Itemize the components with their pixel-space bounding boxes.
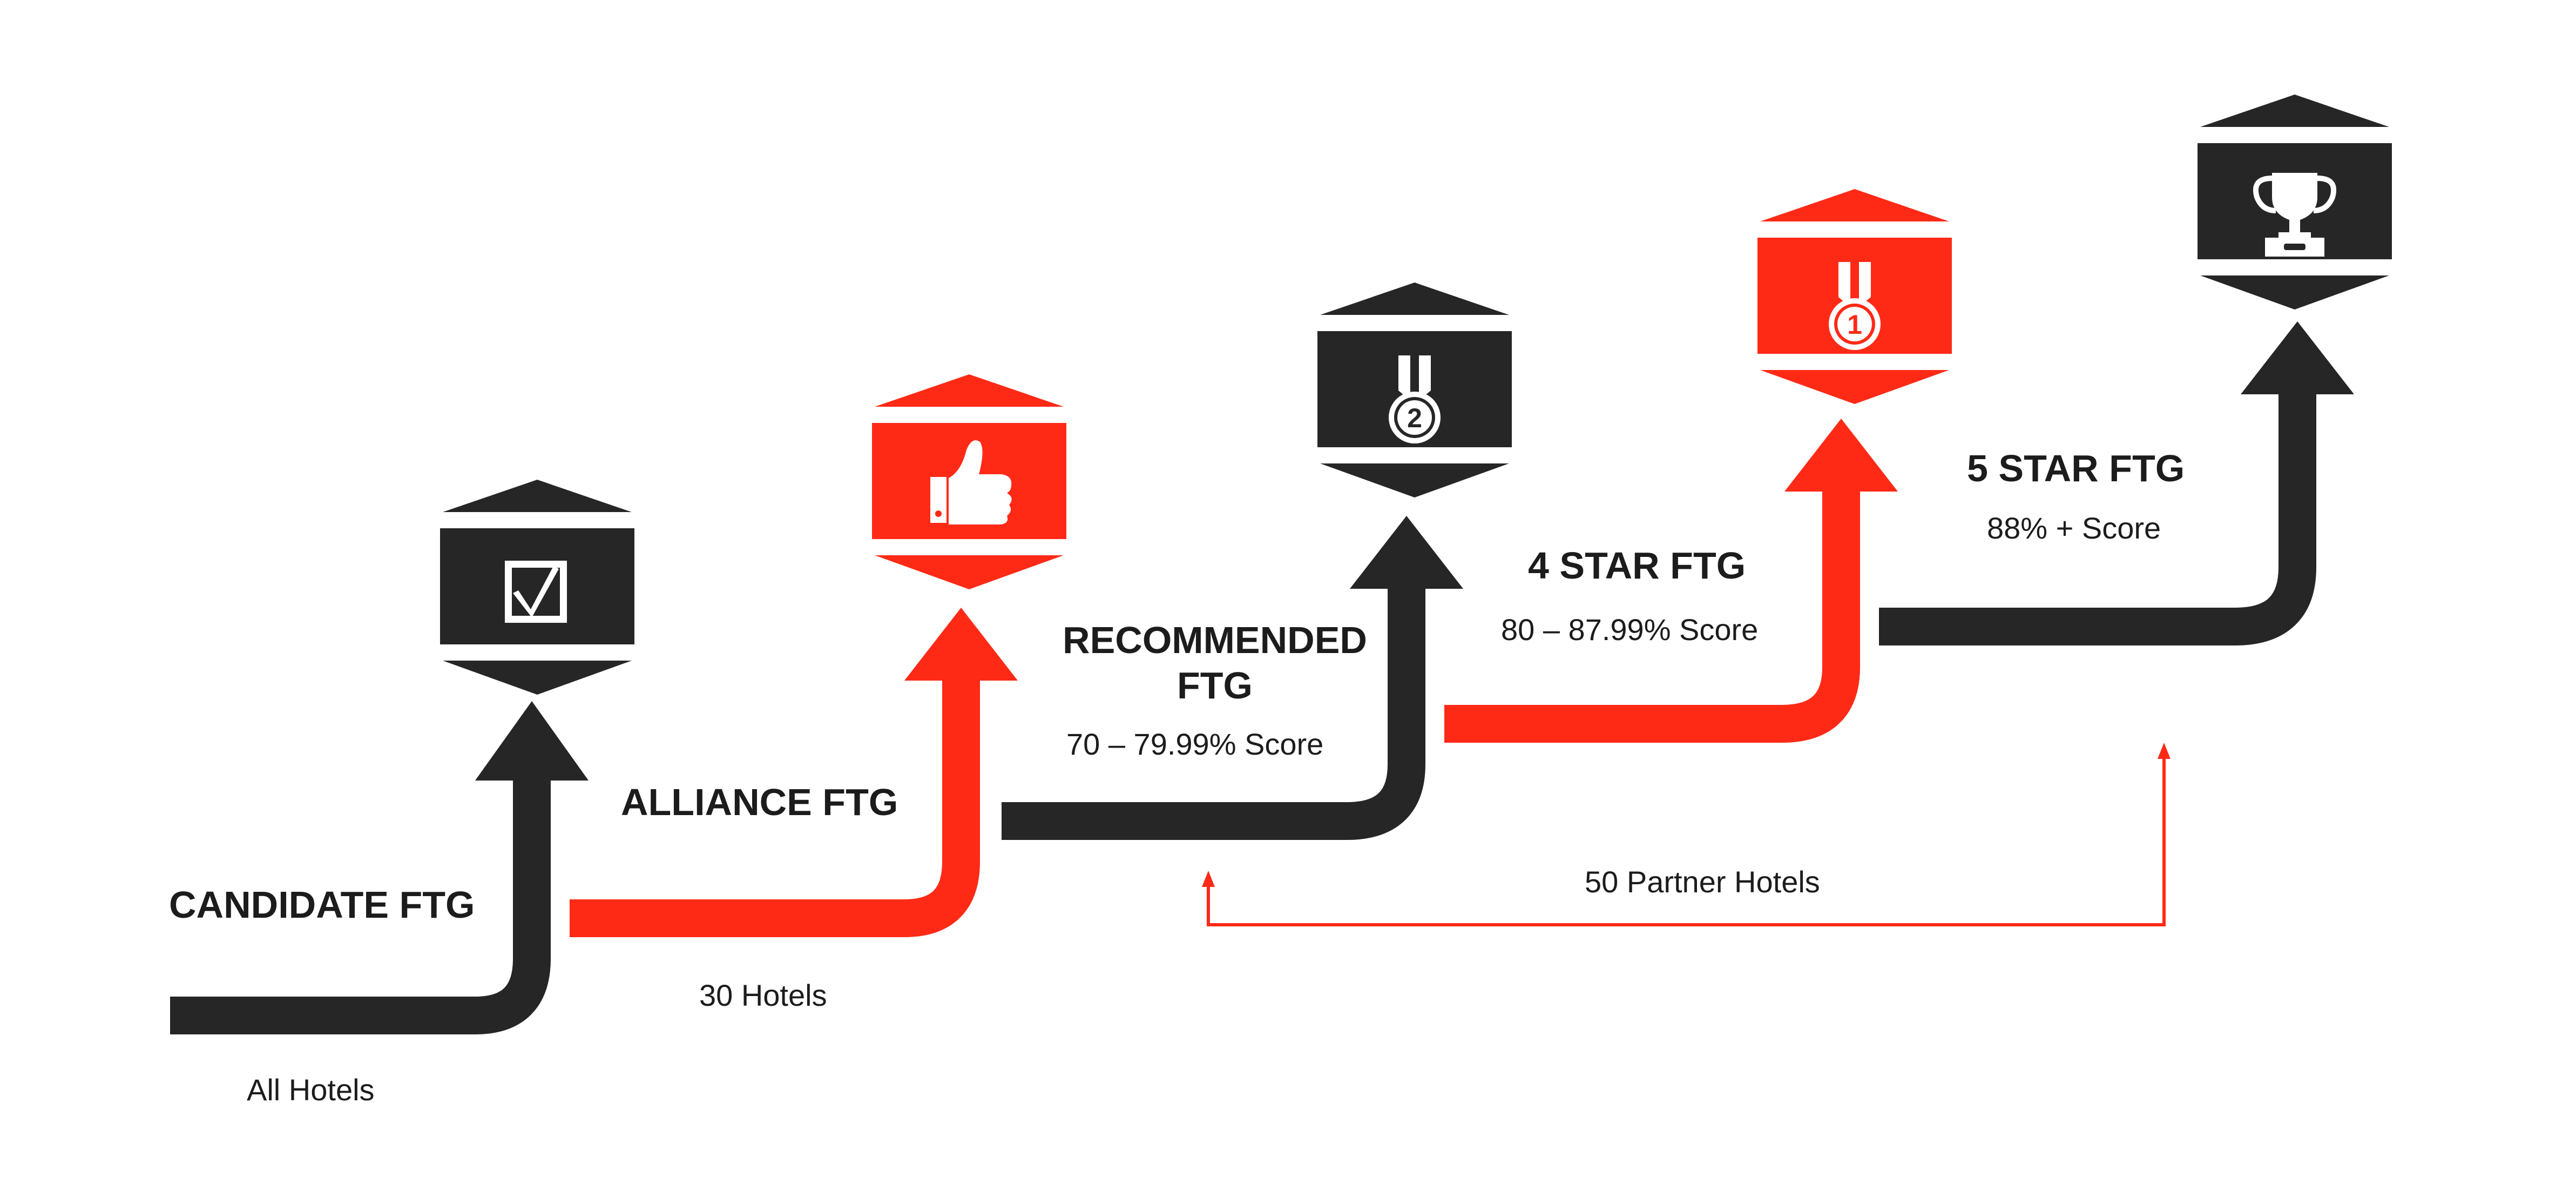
- arrow-head-2: [904, 608, 1018, 681]
- stage-caption-4star: 80 – 87.99% Score: [1501, 613, 1759, 647]
- stage-title-5star: 5 STAR FTG: [1967, 447, 2185, 489]
- badge-alliance: [872, 374, 1066, 589]
- stage-caption-5star: 88% + Score: [1987, 511, 2161, 545]
- stage-caption-recommended: 70 – 79.99% Score: [1066, 727, 1324, 761]
- stage-title-candidate: CANDIDATE FTG: [169, 884, 475, 926]
- stage-title-4star: 4 STAR FTG: [1528, 544, 1746, 587]
- medal-number-first: 1: [1847, 310, 1862, 340]
- bracket-arrow-left: [1202, 871, 1215, 887]
- medal-number-second: 2: [1407, 403, 1422, 433]
- thumbs-up-icon: [930, 440, 1012, 524]
- stage-title-alliance: ALLIANCE FTG: [621, 781, 898, 823]
- partner-bracket: [1207, 748, 2166, 926]
- bracket-line: [1207, 748, 2166, 926]
- first-place-medal-icon: 1: [1829, 262, 1881, 350]
- bracket-arrow-right: [2158, 743, 2171, 759]
- badge-recommended: 2: [1317, 283, 1512, 497]
- arrow-head-4: [1784, 419, 1898, 492]
- staircase-path: [170, 389, 2316, 1034]
- stage-caption-alliance: 30 Hotels: [699, 978, 827, 1012]
- arrow-heads: [475, 321, 2354, 781]
- path-segment-4star: [1444, 486, 1860, 743]
- arrow-head-3: [1350, 516, 1463, 589]
- stage-title-recommended: RECOMMENDED FTG: [1026, 617, 1404, 708]
- stage-caption-candidate: All Hotels: [247, 1073, 375, 1107]
- badge-4star: 1: [1757, 189, 1952, 404]
- path-segment-alliance: [570, 675, 980, 937]
- trophy-icon: [2253, 173, 2337, 257]
- arrow-head-5: [2241, 321, 2354, 394]
- path-segment-candidate: [170, 778, 551, 1034]
- path-segment-recommended: [1002, 583, 1425, 840]
- bracket-label: 50 Partner Hotels: [1585, 865, 1820, 899]
- checkbox-icon: [505, 561, 567, 623]
- badge-candidate: [440, 480, 634, 695]
- arrow-head-1: [475, 701, 589, 781]
- stage-title-recommended-line1: RECOMMENDED: [1063, 619, 1367, 661]
- path-segment-5star: [1879, 389, 2316, 645]
- badge-5star: [2198, 95, 2392, 310]
- second-place-medal-icon: 2: [1389, 355, 1441, 443]
- stage-title-recommended-line2: FTG: [1177, 664, 1253, 707]
